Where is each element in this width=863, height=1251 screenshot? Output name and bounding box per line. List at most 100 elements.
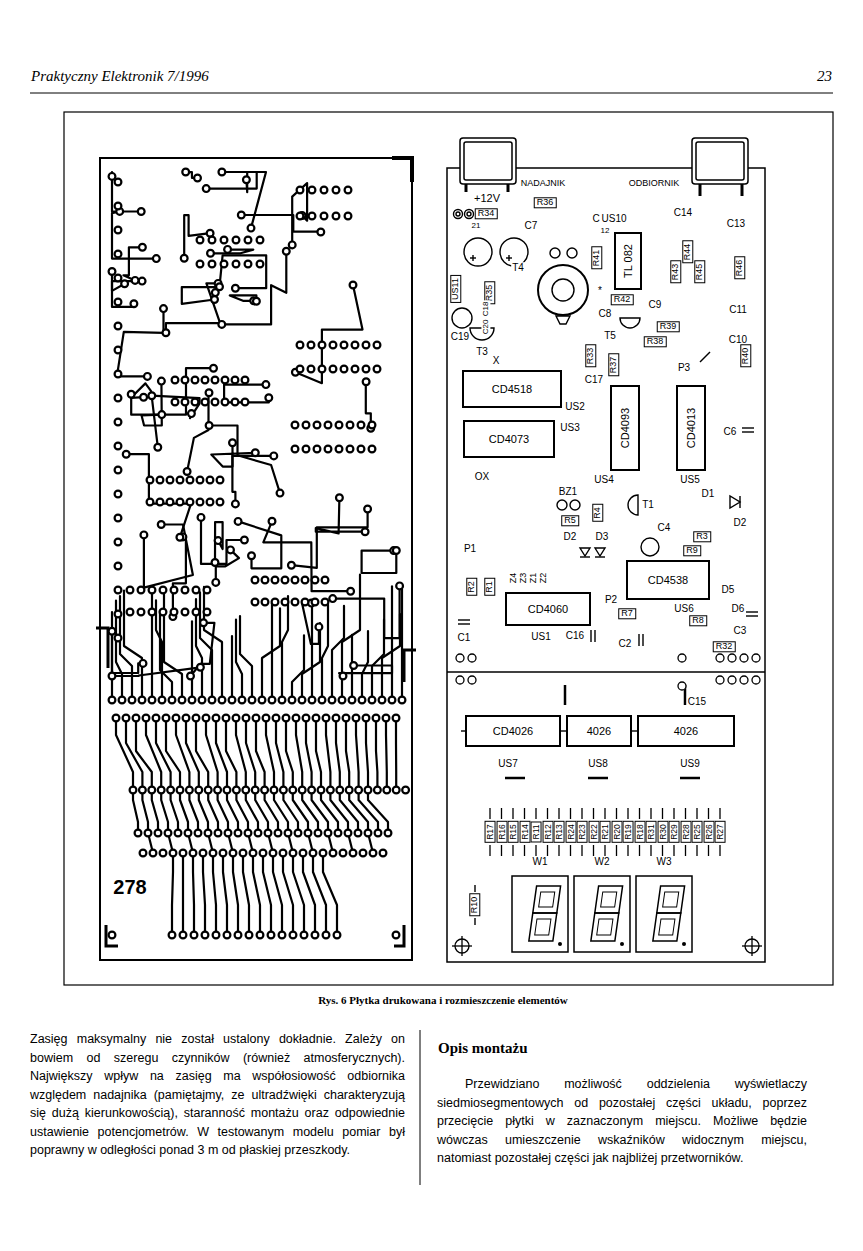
pcb-pad <box>369 446 376 453</box>
ic-type: CD4013 <box>685 408 697 448</box>
component-outline <box>467 212 471 216</box>
resistor-lead <box>627 845 628 856</box>
pcb-pad <box>355 830 362 837</box>
component-label: US4 <box>593 474 614 486</box>
pcb-pad <box>260 850 267 857</box>
pcb-trace <box>204 587 222 700</box>
pcb-pad <box>355 787 362 794</box>
component-outline <box>452 210 758 926</box>
pcb-pad <box>255 830 262 837</box>
ic-package: 4026 <box>637 715 735 747</box>
pcb-trace <box>180 790 188 833</box>
pcb-pad <box>330 850 337 857</box>
pcb-pad <box>343 715 350 722</box>
pcb-pad <box>292 446 299 453</box>
pcb-trace <box>136 718 152 790</box>
pcb-pad <box>248 552 255 559</box>
component-outline <box>452 308 472 328</box>
component-board <box>447 168 765 962</box>
pcb-trace <box>126 454 191 537</box>
pcb-pad <box>224 246 231 253</box>
resistor-lead <box>547 845 548 856</box>
component-label: R17 <box>485 821 496 843</box>
component-label: P2 <box>604 594 618 606</box>
pcb-pad <box>132 277 139 284</box>
pcb-pad <box>292 422 299 429</box>
pcb-pad <box>153 715 160 722</box>
pcb-pad <box>257 932 264 939</box>
component-outline <box>508 255 509 261</box>
pcb-pad <box>187 499 194 506</box>
pcb-pad <box>199 697 206 704</box>
pcb-pad <box>369 422 376 429</box>
pcb-trace <box>184 215 210 258</box>
component-outline <box>570 500 580 510</box>
component-outline <box>556 316 570 324</box>
pcb-pad <box>257 261 264 268</box>
pcb-pad <box>219 697 226 704</box>
resistor-lead <box>708 845 709 856</box>
pcb-pad <box>243 176 250 183</box>
pcb-pad <box>375 830 382 837</box>
component-outline <box>641 538 659 556</box>
component-outline <box>550 248 560 258</box>
component-outline <box>594 630 595 642</box>
pcb-trace <box>256 718 265 790</box>
pcb-pad <box>309 697 316 704</box>
ultrasonic-transducer <box>460 138 516 184</box>
pcb-pad <box>165 830 172 837</box>
pcb-pad <box>347 588 354 595</box>
component-outline <box>458 619 470 620</box>
pcb-pad <box>170 850 177 857</box>
cut-mark <box>404 650 416 682</box>
ic-package: CD4060 <box>505 592 591 626</box>
component-label: X <box>492 355 501 367</box>
pcb-pad <box>329 595 336 602</box>
component-outline <box>580 556 590 557</box>
pcb-pad <box>245 830 252 837</box>
pcb-pad <box>265 830 272 837</box>
component-label: C2 <box>618 638 633 650</box>
pcb-pad <box>297 342 304 349</box>
pcb-pad <box>160 609 167 616</box>
pcb-pad <box>402 787 409 794</box>
pcb-pad <box>290 932 297 939</box>
pcb-pad <box>290 850 297 857</box>
pcb-pad <box>155 830 162 837</box>
resistor-lead <box>662 808 663 819</box>
pcb-pad <box>148 392 155 399</box>
resistor-lead <box>696 845 697 856</box>
pcb-trace <box>401 589 403 700</box>
component-label: R18 <box>634 821 645 843</box>
pcb-pad <box>229 439 236 446</box>
component-label: R23 <box>577 821 588 843</box>
component-outline <box>595 556 605 557</box>
pcb-trace <box>295 285 362 383</box>
pcb-pad <box>249 697 256 704</box>
pcb-trace <box>117 309 164 377</box>
resistor-lead <box>719 845 720 856</box>
component-outline <box>739 496 740 508</box>
pcb-pad <box>115 539 122 546</box>
pcb-pad <box>242 787 249 794</box>
pcb-pad <box>232 501 239 508</box>
pcb-pad <box>350 850 357 857</box>
component-outline <box>552 279 574 301</box>
pcb-pad <box>265 394 272 401</box>
pcb-pad <box>177 787 184 794</box>
pcb-pad <box>115 275 122 282</box>
component-label: Z1 <box>528 572 538 585</box>
pcb-pad <box>177 499 184 506</box>
pcb-pad <box>215 830 222 837</box>
pcb-trace <box>346 718 349 790</box>
pcb-pad <box>195 787 202 794</box>
solder-pad <box>728 676 736 684</box>
pcb-trace <box>182 853 184 935</box>
pcb-trace <box>323 853 337 935</box>
component-label: BZ1 <box>558 486 578 498</box>
pcb-pad <box>148 787 155 794</box>
pcb-trace <box>176 718 189 790</box>
pcb-pad <box>171 609 178 616</box>
pcb-pad <box>272 599 279 606</box>
pcb-pad <box>139 244 146 251</box>
